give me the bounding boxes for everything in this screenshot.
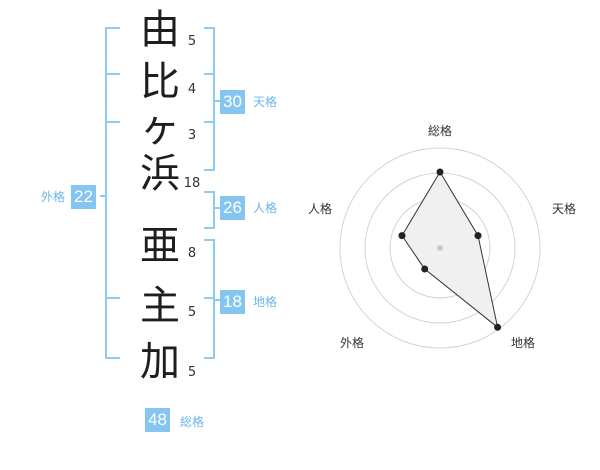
radar-axis-label-tenkaku: 天格 (552, 202, 577, 216)
name-char-7: 加 (140, 339, 180, 385)
stroke-count-5: 8 (187, 246, 197, 261)
name-char-4: 浜 (140, 151, 180, 197)
stroke-count-3: 3 (187, 128, 197, 143)
chikaku-value: 18 (220, 290, 245, 314)
radar-center-dot (437, 245, 443, 251)
name-char-3: ヶ (140, 105, 180, 151)
radar-point-2 (474, 232, 482, 240)
gaikaku-value: 22 (71, 185, 96, 209)
radar-polygon (401, 171, 499, 329)
radar-axis-label-jinkaku: 人格 (308, 202, 333, 216)
tenkaku-label: 天格 (253, 95, 278, 109)
radar-axis-label-chikaku: 地格 (511, 336, 536, 350)
jinkaku-label: 人格 (253, 201, 278, 215)
radar-axis-label-soukaku: 総格 (428, 124, 453, 138)
radar-point-1 (436, 168, 444, 176)
radar-point-3 (494, 323, 502, 331)
soukaku-value: 48 (145, 408, 170, 432)
radar-point-5 (398, 232, 406, 240)
stroke-count-2: 4 (187, 82, 197, 97)
tenkaku-value: 30 (220, 90, 245, 114)
stroke-count-7: 5 (187, 365, 197, 380)
radar-axis-label-gaikaku: 外格 (340, 336, 365, 350)
soukaku-label: 総格 (180, 415, 205, 429)
tenkaku-bracket (204, 27, 215, 171)
chikaku-label: 地格 (253, 295, 278, 309)
gaikaku-bracket (105, 27, 120, 359)
name-char-6: 主 (140, 283, 180, 329)
gaikaku-label: 外格 (41, 190, 66, 204)
jinkaku-bracket (204, 191, 215, 229)
stroke-count-1: 5 (187, 34, 197, 49)
radar-point-4 (421, 265, 429, 273)
name-char-5: 亜 (140, 223, 180, 269)
name-char-2: 比 (140, 59, 180, 105)
radar-grid-ring-4 (339, 147, 541, 349)
jinkaku-value: 26 (220, 196, 245, 220)
name-char-1: 由 (140, 7, 180, 53)
stroke-count-4: 18 (183, 176, 201, 191)
stroke-count-6: 5 (187, 305, 197, 320)
